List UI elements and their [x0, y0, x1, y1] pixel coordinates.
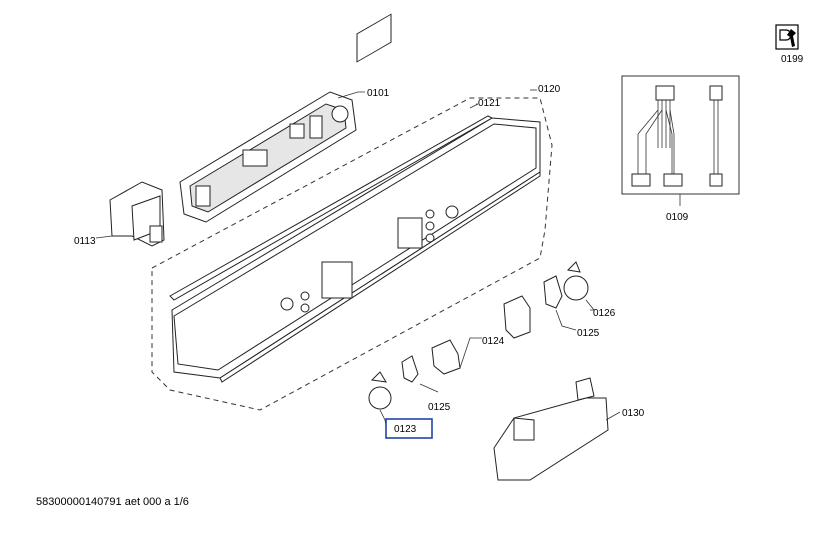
leader-0125-lower: [419, 383, 439, 393]
leader-0126: [585, 299, 595, 311]
part-label-0125-upper: 0125: [577, 328, 600, 339]
knob-0126[interactable]: [563, 261, 589, 301]
leader-0130: [605, 411, 621, 421]
electronic-module-0101[interactable]: [179, 91, 357, 223]
part-label-0130: 0130: [622, 408, 645, 419]
part-label-0109: 0109: [666, 212, 689, 223]
part-label-0101: 0101: [367, 88, 390, 99]
part-label-0125-lower: 0125: [428, 402, 451, 413]
button-caps-0124[interactable]: [431, 295, 531, 375]
leader-0101: [337, 91, 365, 99]
drawing-reference: 58300000140791 aet 000 a 1/6: [36, 496, 189, 508]
leader-0123: [379, 409, 387, 427]
part-label-0113: 0113: [74, 236, 96, 247]
bracket-0130[interactable]: [493, 377, 609, 481]
leader-0125-upper: [555, 309, 577, 331]
leader-0124: [459, 337, 482, 369]
wiring-harness-0109[interactable]: [621, 75, 740, 195]
selected-part-0123[interactable]: 0123: [385, 418, 433, 439]
selection-highlight: [385, 418, 433, 439]
leader-0113: [95, 235, 113, 239]
wrench-plug-icon[interactable]: [775, 24, 799, 50]
part-label-0120: 0120: [538, 84, 561, 95]
seal-strip-0121[interactable]: [169, 115, 494, 301]
part-label-0126: 0126: [593, 308, 616, 319]
spring-contacts-0125-lower[interactable]: [401, 355, 419, 383]
knob-0123[interactable]: [368, 371, 392, 410]
spring-contacts-0125-upper[interactable]: [543, 275, 563, 309]
part-label-0124: 0124: [482, 336, 505, 347]
leader-0121: [469, 103, 479, 109]
part-label-0123[interactable]: 0123: [394, 424, 417, 435]
housing-part-0113[interactable]: [109, 181, 165, 247]
assembly-0120-boundary: [151, 97, 553, 411]
part-label-0199: 0199: [781, 54, 804, 65]
part-label-0121: 0121: [478, 98, 501, 109]
control-panel-0120[interactable]: [171, 13, 541, 383]
